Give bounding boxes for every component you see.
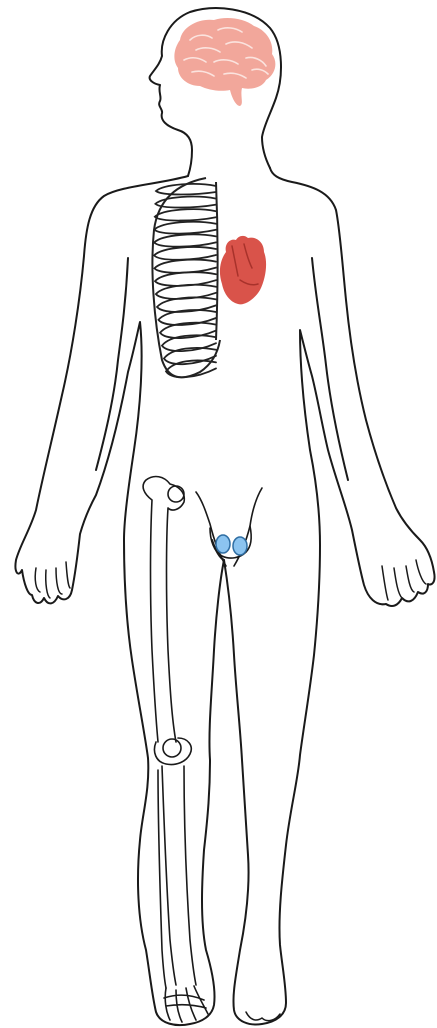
brain-icon: [174, 18, 275, 106]
rib-cage: [152, 178, 220, 377]
left-arm-inner: [96, 258, 128, 470]
body-outline: [15, 168, 434, 1025]
testes: [216, 535, 247, 555]
body-silhouette: [15, 8, 434, 1025]
brain: [174, 18, 275, 106]
heart: [220, 236, 266, 305]
leg-skeleton: [143, 477, 208, 1022]
knee-joint: [154, 738, 191, 765]
rib: [154, 234, 216, 246]
right-foot-toes: [246, 1012, 280, 1021]
testis-right: [233, 537, 247, 555]
pelvic-outline: [196, 488, 262, 566]
tibia: [162, 766, 196, 985]
patella: [163, 739, 181, 757]
rib: [154, 222, 216, 234]
rib: [154, 247, 216, 260]
heart-icon: [220, 236, 266, 305]
femur-head: [168, 486, 184, 502]
left-hand-fingers: [35, 562, 70, 598]
rib: [154, 260, 216, 273]
rib: [156, 285, 216, 299]
testes-icon: [216, 535, 230, 553]
rib: [155, 272, 216, 286]
fibula: [158, 770, 166, 988]
rib: [155, 209, 216, 220]
right-arm-inner: [312, 258, 348, 480]
foot-bones: [164, 986, 208, 1022]
bone-icon: [143, 477, 184, 742]
right-hand-fingers: [382, 560, 426, 600]
